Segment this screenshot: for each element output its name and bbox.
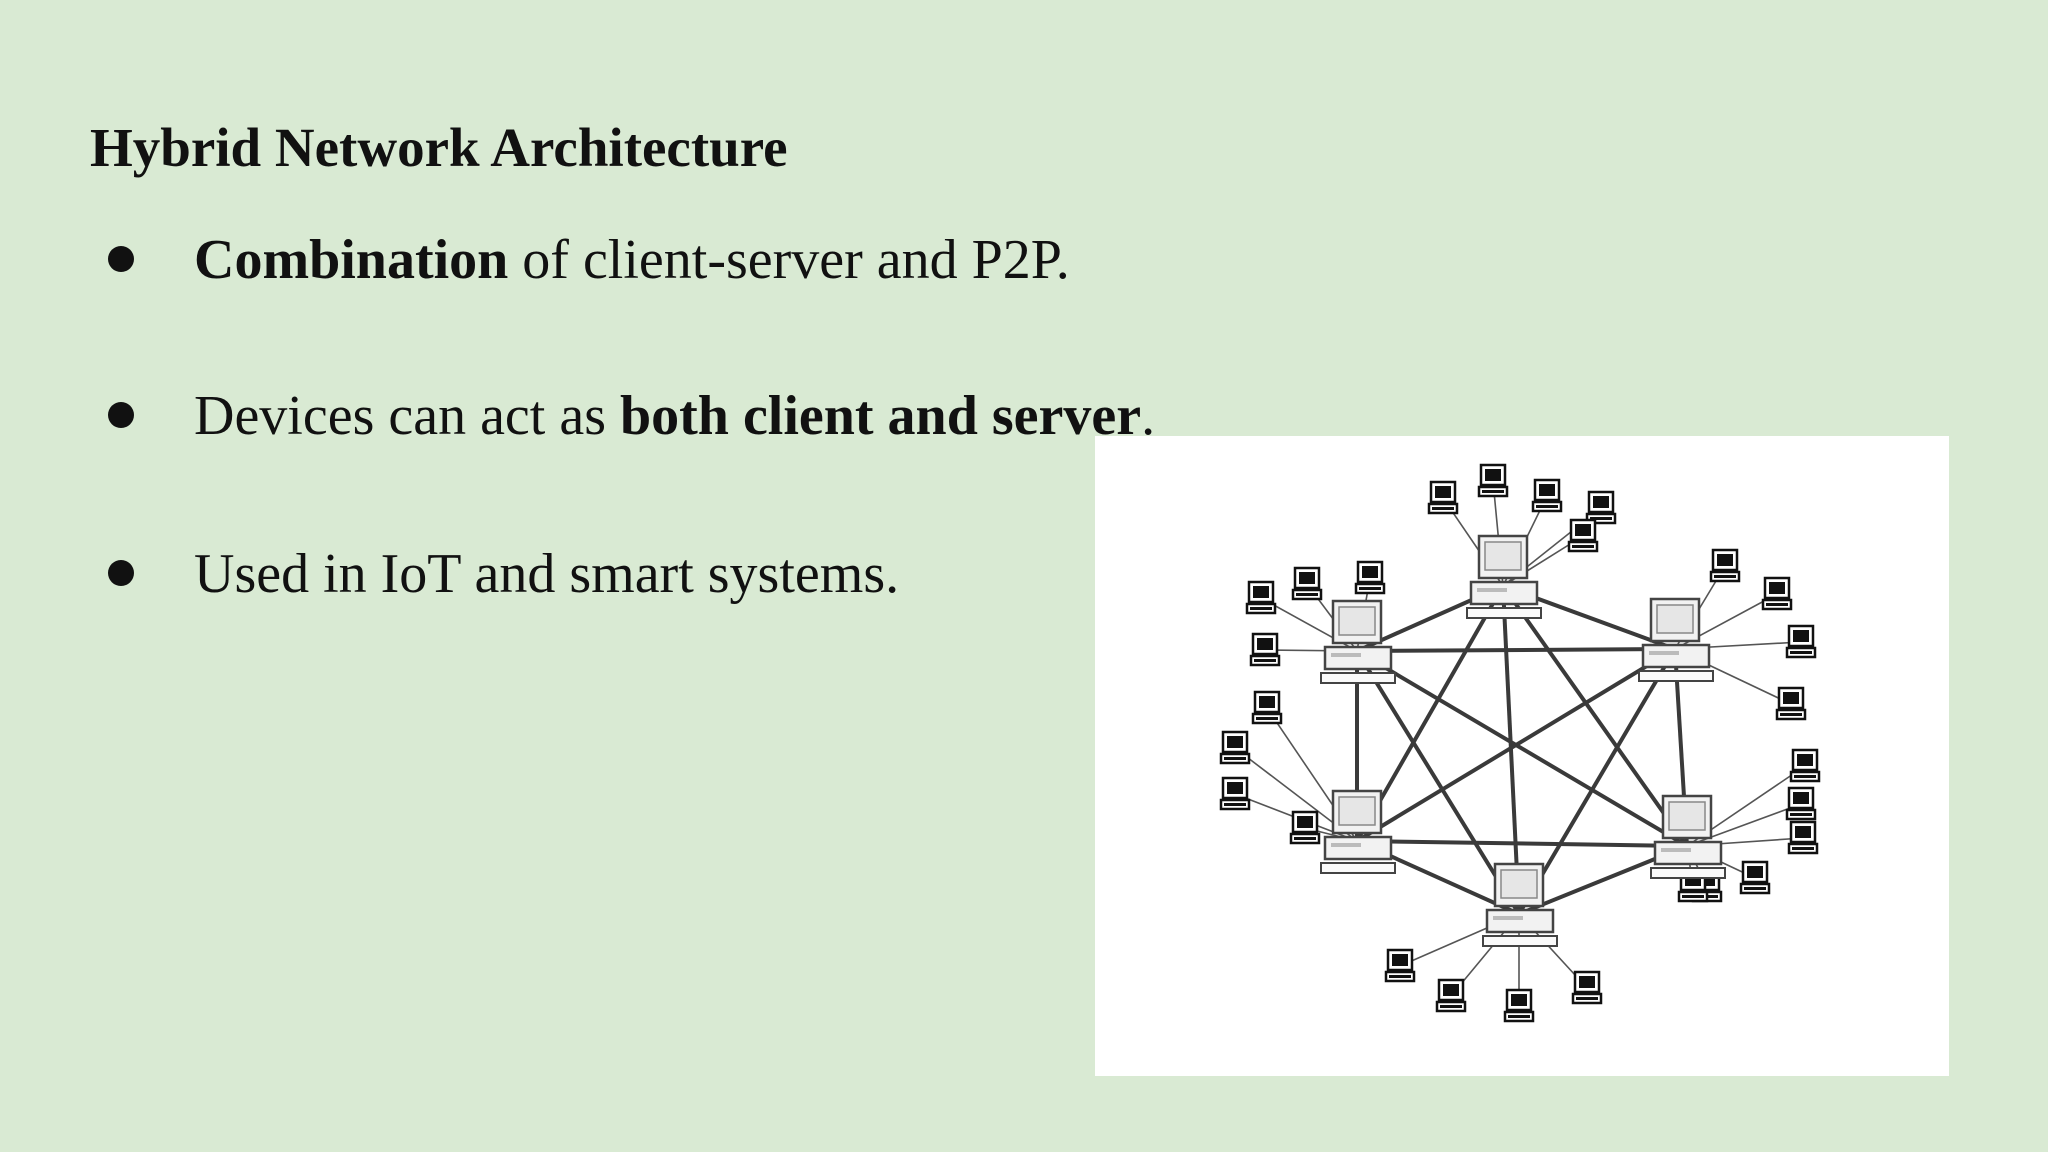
client-computer-icon	[1785, 786, 1817, 821]
server-link-line	[1356, 839, 1688, 848]
client-computer-icon	[1739, 860, 1771, 895]
network-diagram-image	[1095, 436, 1949, 1076]
client-computer-icon	[1435, 978, 1467, 1013]
server-computer-icon	[1638, 597, 1714, 682]
bullet-item: Used in IoT and smart systems.	[108, 539, 899, 609]
bullet-text: Devices can act as	[194, 385, 620, 447]
client-computer-icon	[1775, 686, 1807, 721]
bullet-text: of client-server and P2P.	[508, 229, 1070, 291]
client-computer-icon	[1251, 690, 1283, 725]
bullet-text-bold: Combination	[194, 229, 509, 291]
server-computer-icon	[1320, 599, 1396, 684]
bullet-item: Combination of client-server and P2P.	[108, 225, 1070, 295]
server-computer-icon	[1482, 862, 1558, 947]
bullet-dot-icon	[108, 560, 134, 587]
server-link-line	[1355, 649, 1689, 848]
server-link-line	[1355, 649, 1521, 916]
server-link-line	[1356, 647, 1676, 653]
client-computer-icon	[1503, 988, 1535, 1023]
client-computer-icon	[1709, 548, 1741, 583]
client-computer-icon	[1219, 776, 1251, 811]
client-computer-icon	[1571, 970, 1603, 1005]
client-computer-icon	[1289, 810, 1321, 845]
client-computer-icon	[1785, 624, 1817, 659]
client-computer-icon	[1585, 490, 1617, 525]
slide-title: Hybrid Network Architecture	[90, 117, 788, 178]
client-computer-icon	[1567, 518, 1599, 553]
client-computer-icon	[1249, 632, 1281, 667]
server-computer-icon	[1650, 794, 1726, 879]
client-computer-icon	[1354, 560, 1386, 595]
client-computer-icon	[1761, 576, 1793, 611]
server-computer-icon	[1466, 534, 1542, 619]
client-computer-icon	[1219, 730, 1251, 765]
client-computer-icon	[1245, 580, 1277, 615]
bullet-item: Devices can act as both client and serve…	[108, 381, 1155, 451]
server-link-line	[1517, 647, 1677, 916]
client-computer-icon	[1531, 478, 1563, 513]
client-computer-icon	[1789, 748, 1821, 783]
hybrid-network-diagram	[1219, 463, 1821, 1023]
bullet-text: Used in IoT and smart systems.	[194, 543, 900, 605]
bullet-dot-icon	[108, 402, 134, 429]
bullet-text-bold: both client and server	[620, 385, 1142, 447]
client-computer-icon	[1427, 480, 1459, 515]
client-computer-icon	[1477, 463, 1509, 498]
bullet-dot-icon	[108, 246, 134, 273]
client-computer-icon	[1291, 566, 1323, 601]
client-computer-icon	[1384, 948, 1416, 983]
server-link-line	[1501, 584, 1689, 848]
bullet-list: Combination of client-server and P2P. De…	[0, 0, 1200, 700]
bullet-text: .	[1141, 385, 1156, 447]
server-computer-icon	[1320, 789, 1396, 874]
client-computer-icon	[1787, 820, 1819, 855]
